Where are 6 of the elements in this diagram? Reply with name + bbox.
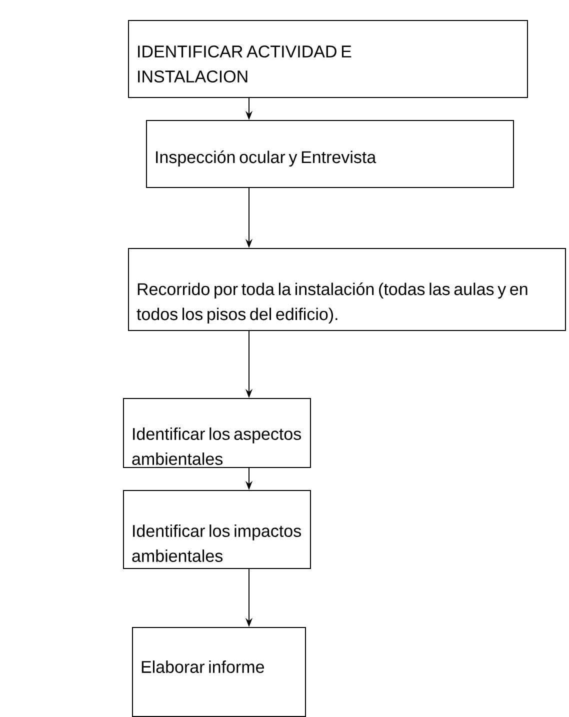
process-box: Recorrido por toda la instalación (todas las aulas y en todos los pisos del edificio). <box>128 248 566 331</box>
process-box: Identificar los aspectos ambientales <box>123 398 311 468</box>
process-box: Identificar los impactos ambientales <box>123 490 311 569</box>
process-box: IDENTIFICAR ACTIVIDAD E INSTALACION <box>128 20 528 98</box>
process-box: Elaborar informe <box>132 627 306 717</box>
process-box: Inspección ocular y Entrevista <box>146 120 514 188</box>
